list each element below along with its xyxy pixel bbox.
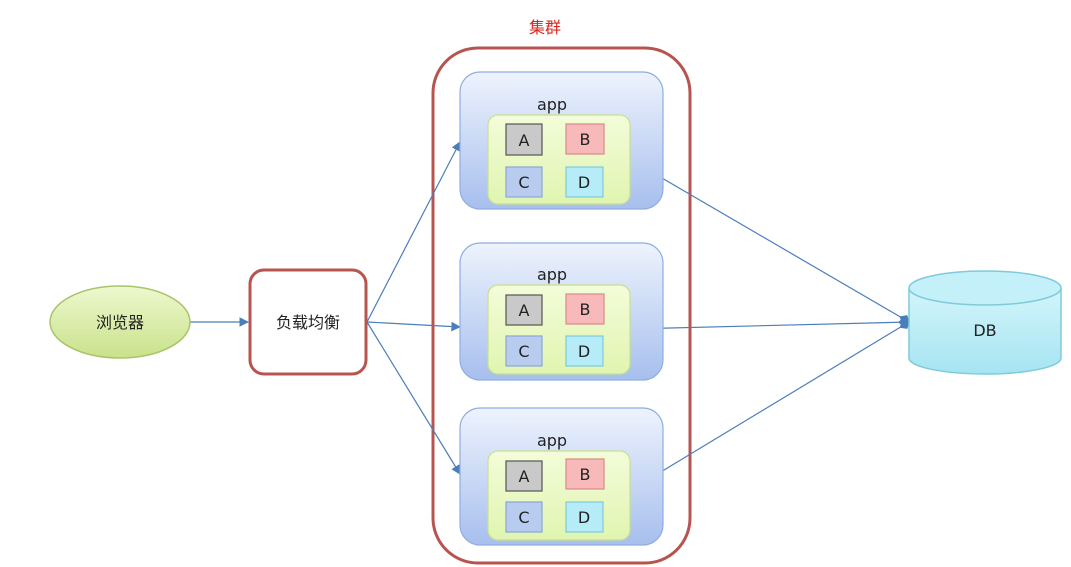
lb-to-app2-arrow	[366, 321, 461, 332]
module-b-label: B	[580, 465, 591, 484]
module-c-label: C	[518, 173, 529, 192]
module-c-label: C	[518, 342, 529, 361]
connectors	[190, 141, 910, 491]
module-d-box	[565, 166, 604, 198]
module-b-box	[565, 293, 605, 325]
browser-node: 浏览器	[49, 285, 191, 359]
app-label: app	[537, 265, 567, 284]
app-node-2: app A B C D	[459, 242, 664, 381]
app-label: app	[537, 95, 567, 114]
module-c-label: C	[518, 508, 529, 527]
lb-to-app1-arrow	[366, 141, 461, 323]
load-balancer-label: 负载均衡	[276, 313, 340, 332]
module-c-box	[505, 335, 543, 367]
app-label: app	[537, 431, 567, 450]
load-balancer-node: 负载均衡	[248, 268, 368, 376]
lb-to-app3-arrow	[366, 321, 461, 475]
browser-label: 浏览器	[96, 313, 144, 332]
cluster-label: 集群	[529, 18, 561, 37]
module-a-box	[505, 123, 543, 156]
module-b-label: B	[580, 130, 591, 149]
database-top	[908, 270, 1062, 306]
module-a-label: A	[519, 301, 530, 320]
module-c-box	[505, 501, 543, 533]
database-node: DB	[908, 270, 1062, 375]
app-node-3: app A B C D	[459, 407, 664, 546]
module-b-box	[565, 458, 605, 490]
app2-to-db-line	[630, 317, 910, 330]
module-a-box	[505, 460, 543, 492]
database-label: DB	[973, 321, 996, 340]
module-d-label: D	[578, 508, 590, 527]
module-a-box	[505, 294, 543, 326]
module-a-label: A	[519, 131, 530, 150]
module-c-box	[505, 166, 543, 198]
module-d-label: D	[578, 342, 590, 361]
module-d-box	[565, 501, 604, 533]
cluster-container	[431, 46, 692, 565]
module-d-label: D	[578, 173, 590, 192]
module-d-box	[565, 335, 604, 367]
module-b-label: B	[580, 300, 591, 319]
module-a-label: A	[519, 467, 530, 486]
module-b-box	[565, 123, 605, 155]
app3-to-db-line	[630, 320, 910, 491]
app-node-1: app A B C D	[459, 71, 664, 210]
app1-to-db-line	[630, 159, 910, 324]
